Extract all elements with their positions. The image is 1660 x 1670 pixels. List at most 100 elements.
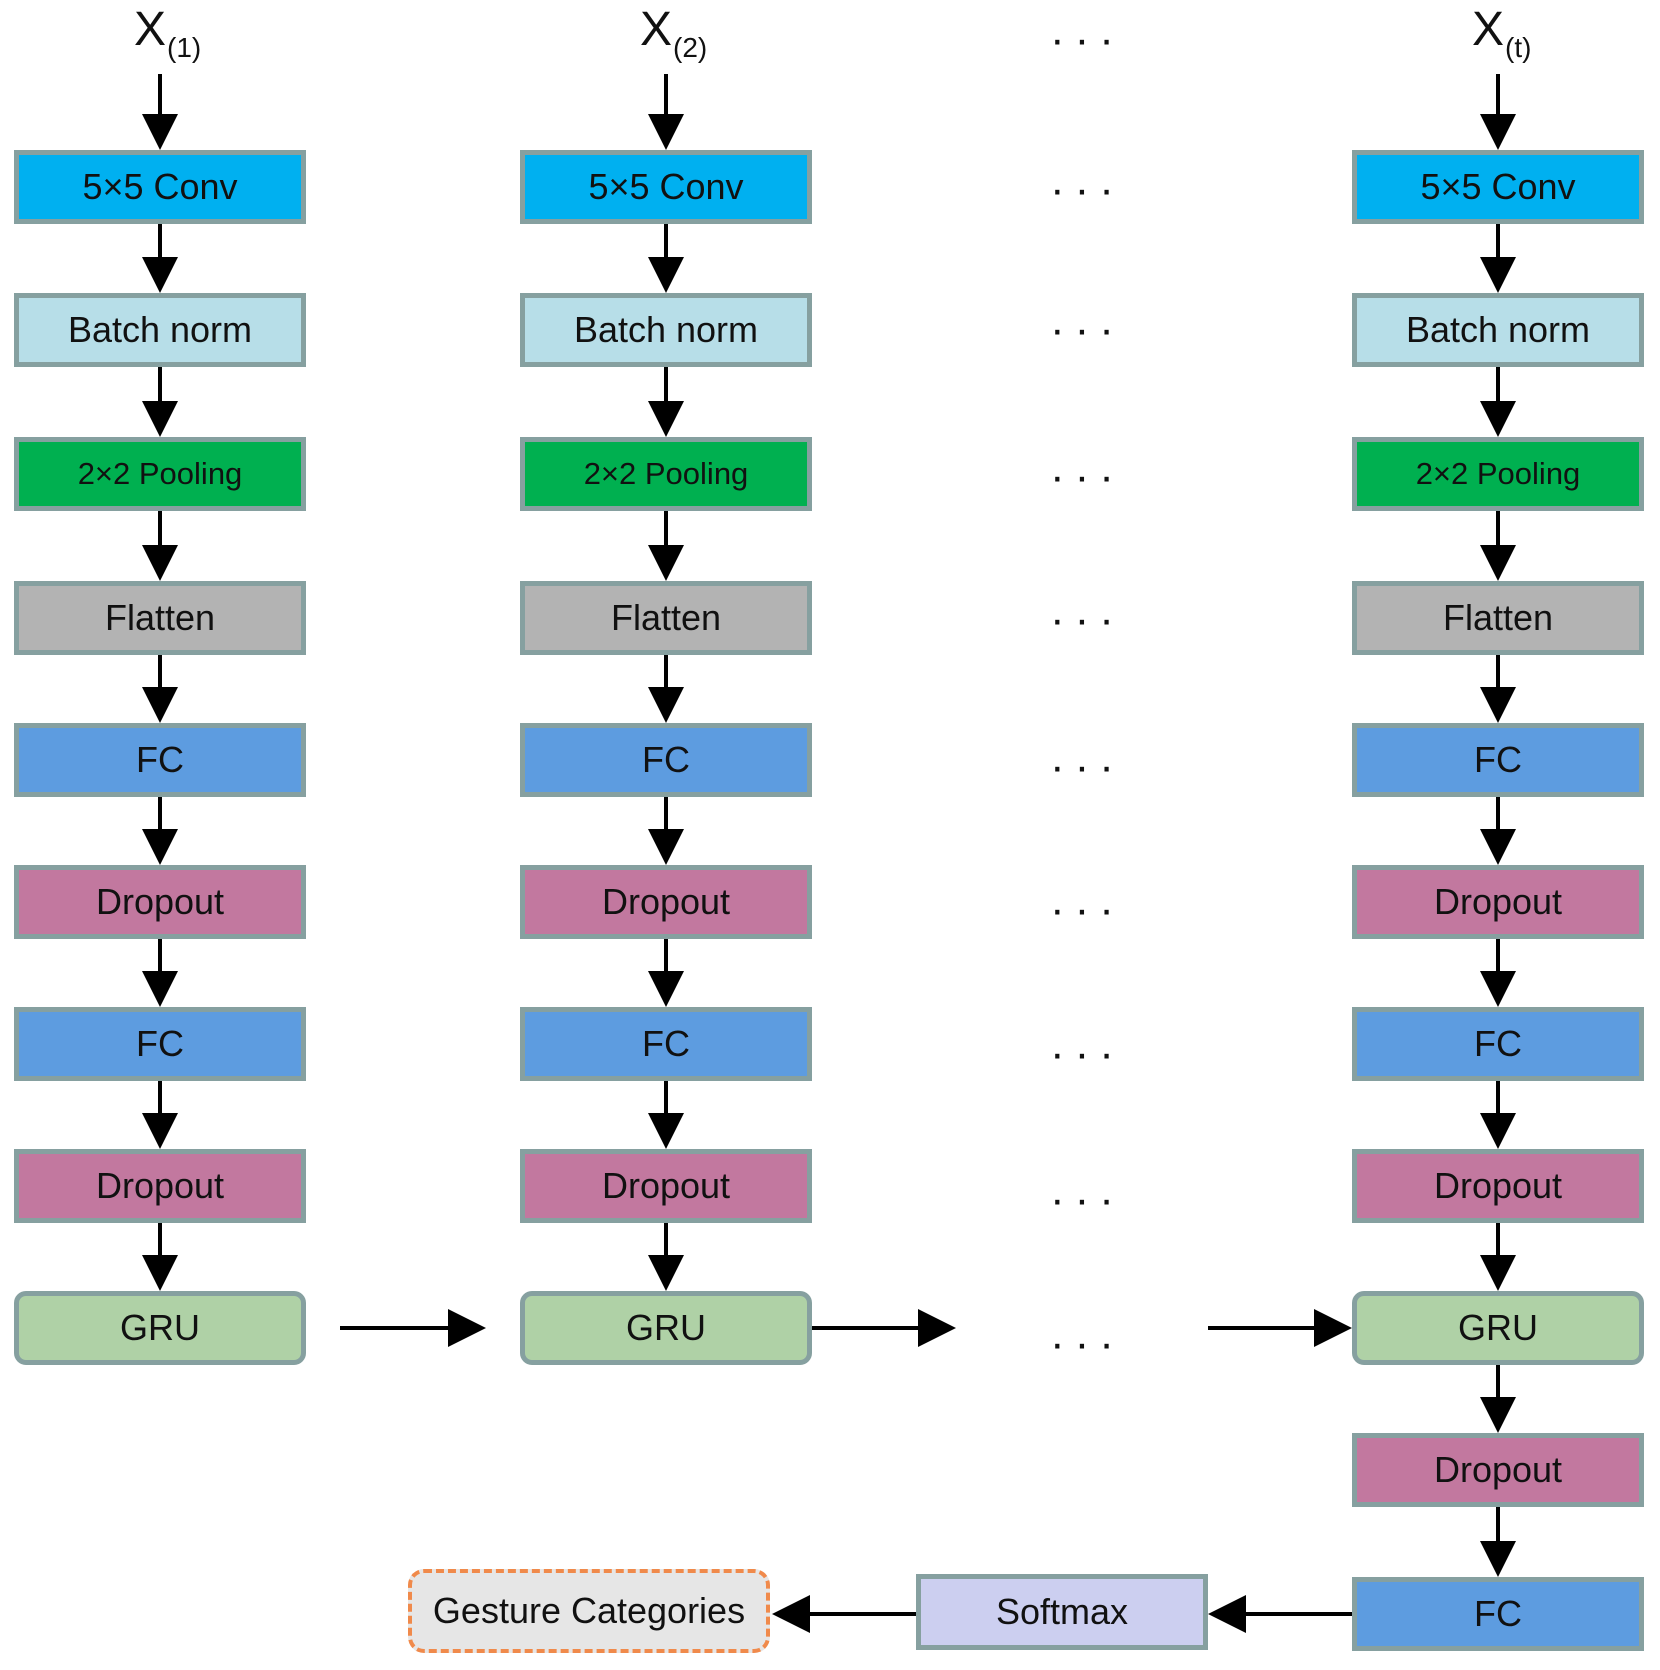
col1-arrow-3 <box>142 511 178 581</box>
col3-arrow-2 <box>1480 367 1516 437</box>
col1-fc-block-7: FC <box>14 1007 306 1081</box>
ellipsis-6: ··· <box>1050 742 1124 791</box>
input-label-base: X <box>1472 3 1505 56</box>
head-dropout-block: Dropout <box>1352 1433 1644 1507</box>
gru-1-to-2-arrow <box>340 1309 486 1347</box>
col2-fc-block-7-label: FC <box>642 1023 690 1064</box>
col3-flatten-block-4-label: Flatten <box>1442 597 1554 638</box>
input-label-subscript: (t) <box>1505 32 1532 63</box>
col3-dropout-block-6-label: Dropout <box>1433 881 1563 922</box>
col1-gru-block-9: GRU <box>14 1291 306 1365</box>
col2-flatten-block-4-label: Flatten <box>610 597 722 638</box>
col3-gru-block-9-label: GRU <box>1458 1307 1538 1348</box>
gru-2-to-ellipsis-arrow <box>812 1309 956 1347</box>
col1-input-arrow <box>142 74 178 150</box>
col3-arrow-4 <box>1480 655 1516 723</box>
ellipsis-10: ··· <box>1050 1319 1124 1368</box>
col2-arrow-3 <box>648 511 684 581</box>
col3-input-arrow <box>1480 74 1516 150</box>
gru-to-dropout-arrow <box>1480 1365 1516 1433</box>
col1-arrow-5 <box>142 797 178 865</box>
ellipsis-4: ··· <box>1050 452 1124 501</box>
col2-2-2-pooling-block-3-label: 2×2 Pooling <box>583 456 749 491</box>
col2-fc-block-7: FC <box>520 1007 812 1081</box>
col3-5-5-conv-block-1: 5×5 Conv <box>1352 150 1644 224</box>
col2-dropout-block-6-label: Dropout <box>601 881 731 922</box>
col1-arrow-7 <box>142 1081 178 1149</box>
col2-fc-block-5: FC <box>520 723 812 797</box>
col1-arrow-4 <box>142 655 178 723</box>
col3-arrow-8 <box>1480 1223 1516 1291</box>
softmax-block-label: Softmax <box>995 1591 1129 1632</box>
col1-gru-block-9-label: GRU <box>120 1307 200 1348</box>
gesture-categories-output: Gesture Categories <box>408 1569 770 1653</box>
col3-2-2-pooling-block-3: 2×2 Pooling <box>1352 437 1644 511</box>
input-label-1: X(1) <box>134 3 201 62</box>
col2-gru-block-9-label: GRU <box>626 1307 706 1348</box>
col3-batch-norm-block-2-label: Batch norm <box>1405 309 1591 350</box>
col3-gru-block-9: GRU <box>1352 1291 1644 1365</box>
col2-arrow-8 <box>648 1223 684 1291</box>
gesture-categories-output-label: Gesture Categories <box>432 1590 746 1631</box>
col2-flatten-block-4: Flatten <box>520 581 812 655</box>
col2-input-arrow <box>648 74 684 150</box>
col2-arrow-2 <box>648 367 684 437</box>
softmax-block: Softmax <box>916 1574 1208 1650</box>
ellipsis-7: ··· <box>1050 885 1124 934</box>
col1-flatten-block-4-label: Flatten <box>104 597 216 638</box>
col1-2-2-pooling-block-3-label: 2×2 Pooling <box>77 456 243 491</box>
dropout-to-fc-arrow <box>1480 1507 1516 1577</box>
col1-arrow-2 <box>142 367 178 437</box>
col1-fc-block-7-label: FC <box>136 1023 184 1064</box>
col3-arrow-1 <box>1480 224 1516 293</box>
col1-arrow-6 <box>142 939 178 1007</box>
ellipsis-1: ··· <box>1050 15 1124 64</box>
col2-arrow-6 <box>648 939 684 1007</box>
col3-arrow-5 <box>1480 797 1516 865</box>
col1-5-5-conv-block-1: 5×5 Conv <box>14 150 306 224</box>
col1-5-5-conv-block-1-label: 5×5 Conv <box>82 166 238 207</box>
head-dropout-block-label: Dropout <box>1433 1449 1563 1490</box>
input-label-subscript: (1) <box>167 32 202 63</box>
ellipsis-8: ··· <box>1050 1029 1124 1078</box>
col1-dropout-block-8: Dropout <box>14 1149 306 1223</box>
ellipsis-5: ··· <box>1050 595 1124 644</box>
col1-flatten-block-4: Flatten <box>14 581 306 655</box>
col2-5-5-conv-block-1-label: 5×5 Conv <box>588 166 744 207</box>
col3-dropout-block-8-label: Dropout <box>1433 1165 1563 1206</box>
col3-arrow-6 <box>1480 939 1516 1007</box>
col2-gru-block-9: GRU <box>520 1291 812 1365</box>
col3-flatten-block-4: Flatten <box>1352 581 1644 655</box>
col3-arrow-7 <box>1480 1081 1516 1149</box>
col2-arrow-7 <box>648 1081 684 1149</box>
col3-batch-norm-block-2: Batch norm <box>1352 293 1644 367</box>
input-label-2: X(2) <box>640 6 707 62</box>
col3-5-5-conv-block-1-label: 5×5 Conv <box>1420 166 1576 207</box>
col3-2-2-pooling-block-3-label: 2×2 Pooling <box>1415 456 1581 491</box>
col2-2-2-pooling-block-3: 2×2 Pooling <box>520 437 812 511</box>
input-label-base: X <box>134 3 167 56</box>
col2-5-5-conv-block-1: 5×5 Conv <box>520 150 812 224</box>
col3-fc-block-5: FC <box>1352 723 1644 797</box>
col2-dropout-block-8: Dropout <box>520 1149 812 1223</box>
col2-batch-norm-block-2-label: Batch norm <box>573 309 759 350</box>
col2-dropout-block-6: Dropout <box>520 865 812 939</box>
ellipsis-2: ··· <box>1050 165 1124 214</box>
col1-fc-block-5-label: FC <box>136 739 184 780</box>
col2-arrow-5 <box>648 797 684 865</box>
col1-dropout-block-6-label: Dropout <box>95 881 225 922</box>
col2-fc-block-5-label: FC <box>642 739 690 780</box>
col3-dropout-block-8: Dropout <box>1352 1149 1644 1223</box>
softmax-to-output-arrow <box>772 1595 916 1633</box>
head-fc-block: FC <box>1352 1577 1644 1651</box>
ellipsis-3: ··· <box>1050 305 1124 354</box>
col1-batch-norm-block-2-label: Batch norm <box>67 309 253 350</box>
ellipsis-to-gru-t-arrow <box>1208 1309 1352 1347</box>
col3-fc-block-7: FC <box>1352 1007 1644 1081</box>
col2-arrow-4 <box>648 655 684 723</box>
col1-2-2-pooling-block-3: 2×2 Pooling <box>14 437 306 511</box>
head-fc-block-label: FC <box>1474 1593 1522 1634</box>
col1-batch-norm-block-2: Batch norm <box>14 293 306 367</box>
fc-to-softmax-arrow <box>1208 1595 1352 1633</box>
